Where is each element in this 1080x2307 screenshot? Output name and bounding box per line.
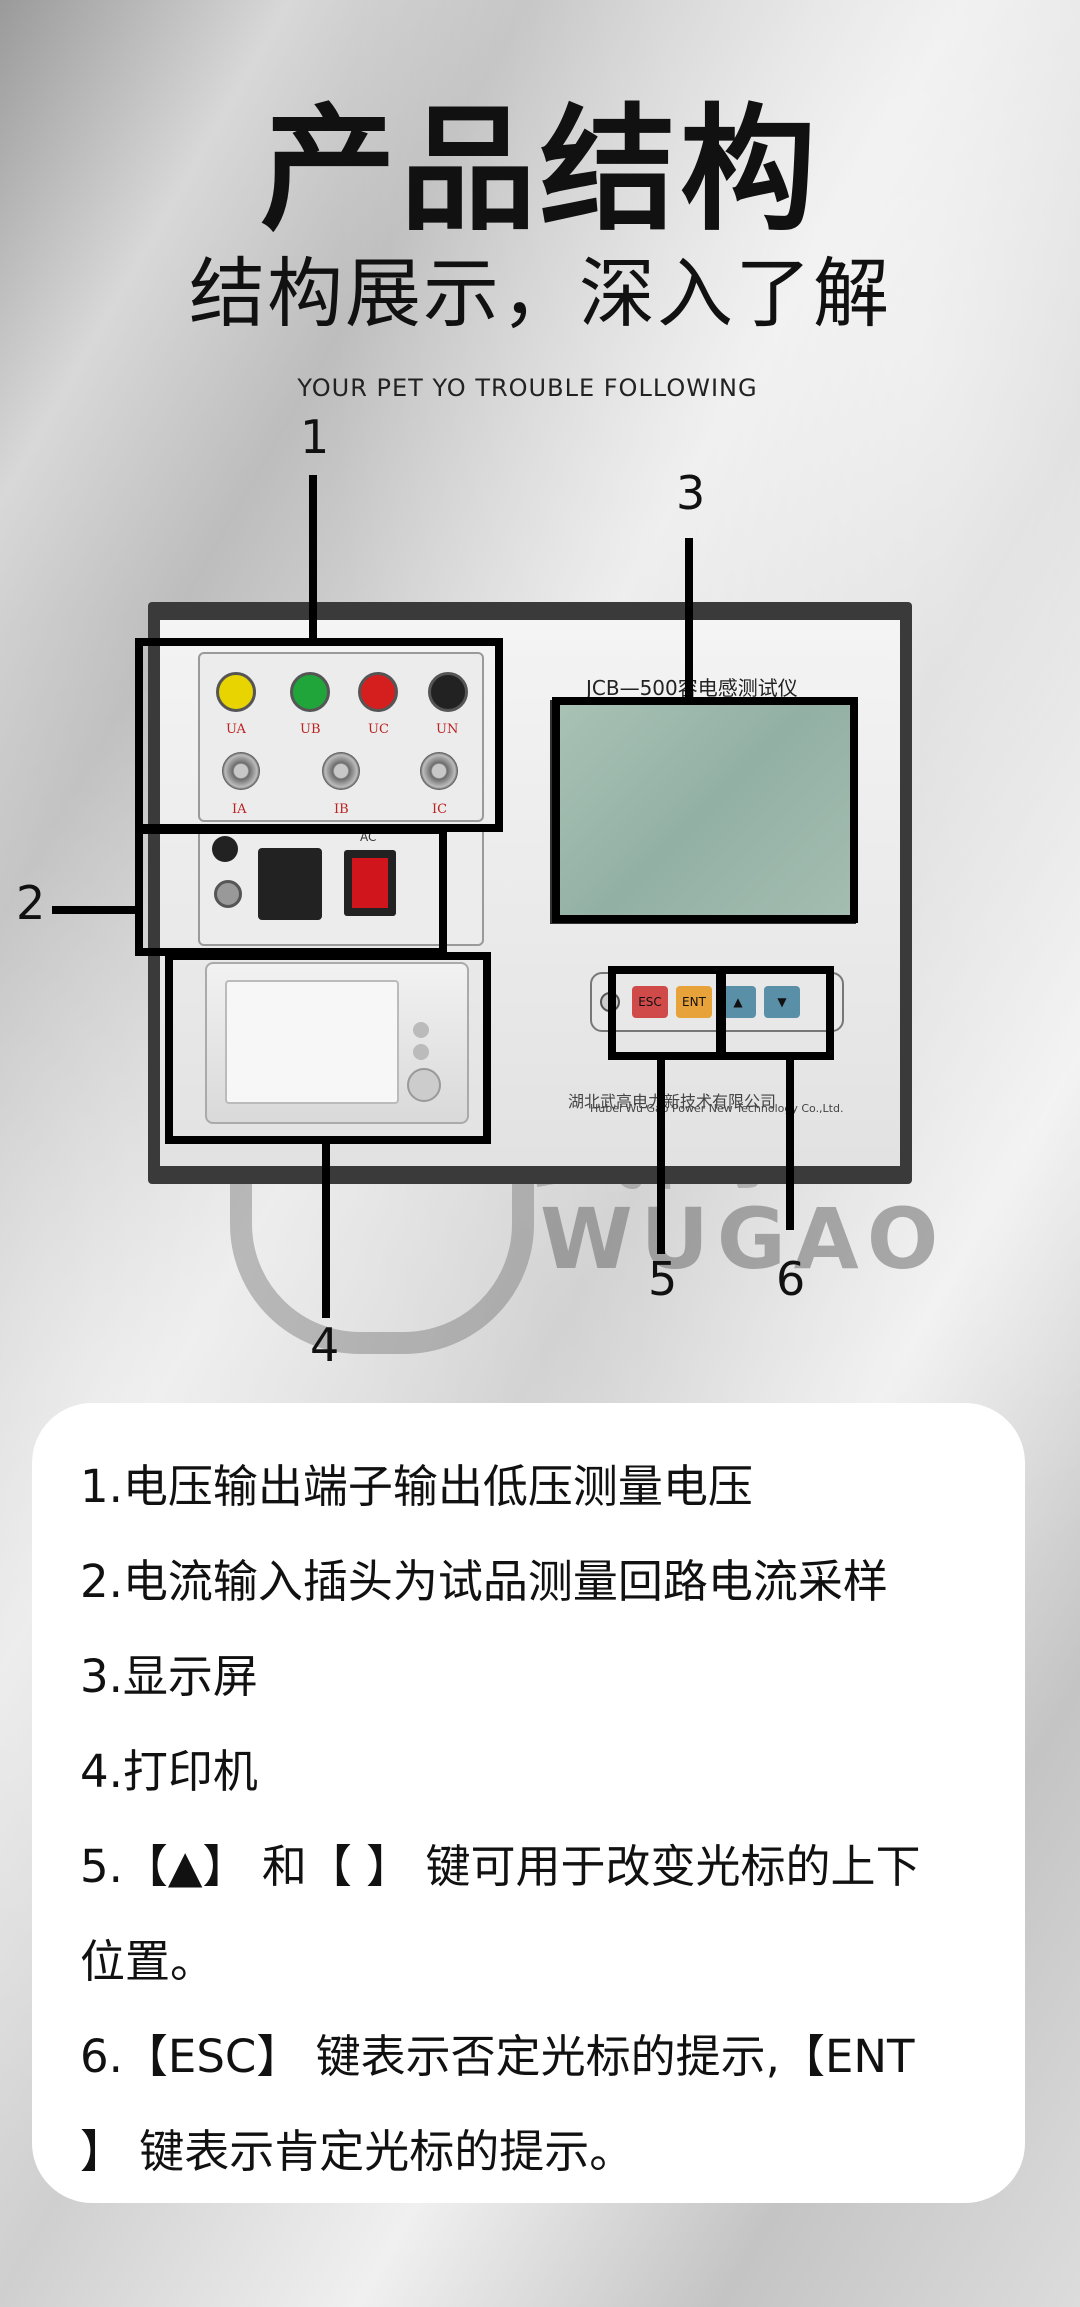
- description-line-7: 6.【ESC】 键表示否定光标的提示,【ENT: [80, 2030, 915, 2083]
- socket-label-ib: IB: [334, 802, 349, 817]
- brand-name-en: Hubei Wu Gao Power New Technology Co.,Lt…: [590, 1102, 844, 1115]
- power-switch-rocker: [352, 858, 388, 908]
- description-line-4: 4.打印机: [80, 1745, 258, 1798]
- socket-ia-icon: [222, 752, 260, 790]
- power-plate: [198, 826, 484, 946]
- tagline: YOUR PET YO TROUBLE FOLLOWING: [297, 374, 758, 402]
- page-subtitle: 结构展示，深入了解: [189, 249, 891, 338]
- callout-line-4: [322, 1140, 330, 1318]
- esc-key: ESC: [632, 986, 668, 1018]
- power-inlet-icon: [258, 848, 322, 920]
- callout-line-1: [309, 475, 317, 640]
- device-model-suffix: 容电感测试仪: [677, 676, 798, 700]
- page-title: 产品结构: [260, 92, 820, 250]
- device-model-label: JCB—500容电感测试仪: [586, 672, 798, 701]
- callout-number-2: 2: [16, 876, 46, 930]
- description-line-8: 】 键表示肯定光标的提示。: [80, 2125, 635, 2178]
- description-line-3: 3.显示屏: [80, 1650, 258, 1703]
- description-line-5: 5.【▲】 和【 】 键可用于改变光标的上下: [80, 1840, 921, 1893]
- terminal-label-ub: UB: [300, 722, 321, 737]
- callout-line-6: [786, 1058, 794, 1230]
- description-line-1: 1.电压输出端子输出低压测量电压: [80, 1460, 753, 1513]
- device-model: JCB—500: [586, 676, 678, 700]
- fuse-icon: [212, 836, 238, 862]
- ent-key: ENT: [676, 986, 712, 1018]
- terminal-ua-icon: [216, 672, 256, 712]
- highlight-box-3: [552, 697, 858, 923]
- watermark-text: WUGAO: [540, 1190, 947, 1288]
- terminal-label-uc: UC: [368, 722, 389, 737]
- highlight-box-4: [165, 952, 491, 1144]
- callout-number-1: 1: [300, 410, 330, 464]
- callout-number-5: 5: [648, 1252, 678, 1306]
- callout-line-5: [657, 1058, 665, 1254]
- terminal-ub-icon: [290, 672, 330, 712]
- down-key: ▼: [764, 986, 800, 1018]
- terminal-uc-icon: [358, 672, 398, 712]
- callout-line-3: [685, 538, 693, 700]
- callout-number-6: 6: [776, 1252, 806, 1306]
- power-switch: [344, 850, 396, 916]
- callout-line-2: [52, 906, 138, 914]
- terminal-un-icon: [428, 672, 468, 712]
- brand-name-cn: 湖北武高电力新技术有限公司: [568, 1092, 777, 1111]
- highlight-box-2: [135, 826, 447, 956]
- highlight-box-6: [718, 966, 834, 1060]
- printer-feed-button-icon: [407, 1068, 441, 1102]
- printer-slot: [225, 980, 399, 1104]
- up-key: ▲: [720, 986, 756, 1018]
- printer-button-icon: [413, 1022, 429, 1038]
- description-line-6: 位置。: [80, 1935, 216, 1988]
- printer: [205, 962, 469, 1124]
- callout-number-4: 4: [310, 1318, 340, 1372]
- description-line-2: 2.电流输入插头为试品测量回路电流采样: [80, 1555, 888, 1608]
- socket-label-ia: IA: [232, 802, 247, 817]
- terminal-label-un: UN: [436, 722, 459, 737]
- ground-terminal-icon: [214, 880, 242, 908]
- socket-label-ic: IC: [432, 802, 448, 817]
- terminal-label-ua: UA: [226, 722, 246, 737]
- socket-ic-icon: [420, 752, 458, 790]
- callout-number-3: 3: [676, 466, 706, 520]
- printer-button-icon: [413, 1044, 429, 1060]
- highlight-box-5: [608, 966, 724, 1060]
- description-card: [32, 1403, 1025, 2203]
- highlight-box-1: [135, 638, 503, 832]
- socket-ib-icon: [322, 752, 360, 790]
